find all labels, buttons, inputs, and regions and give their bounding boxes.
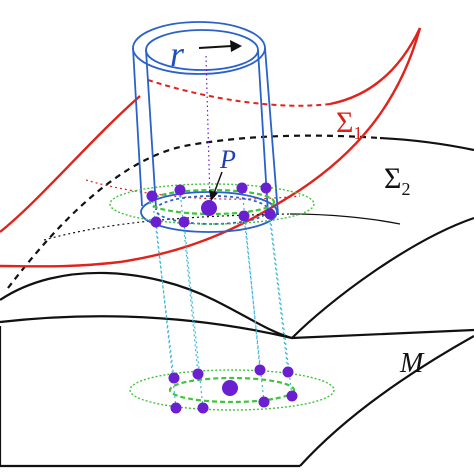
sigma-2-symbol: Σ [384, 162, 401, 195]
upper-point [174, 184, 186, 196]
sigma-1-symbol: Σ [336, 106, 353, 139]
upper-point [264, 208, 276, 220]
radius-label: r [170, 34, 185, 74]
sigma2-interior-dotted [43, 213, 291, 241]
point-p [201, 200, 217, 216]
sigma2-front-edge [0, 216, 474, 340]
upper-point [236, 182, 248, 194]
sigma-1-label: Σ1 [336, 106, 362, 143]
lower-point [254, 364, 266, 376]
radius-line [198, 45, 233, 49]
lower-point [168, 372, 180, 384]
sigma-2-subscript: 2 [401, 179, 410, 199]
lower-point [170, 402, 182, 414]
manifold-m-label: M [399, 348, 425, 379]
sigma-1-subscript: 1 [353, 123, 362, 143]
upper-point [238, 210, 250, 222]
upper-point [150, 216, 162, 228]
lower-point [286, 390, 298, 402]
sigma2-top-edge-solid [379, 136, 474, 152]
lower-green-ellipse-outer [129, 369, 335, 411]
upper-green-ellipse-outer [109, 183, 315, 225]
sigma-2-label: Σ2 [384, 162, 410, 199]
projected-point-p [222, 380, 238, 396]
radius-arrowhead-icon [230, 40, 242, 52]
interior-curves [43, 179, 301, 241]
upper-point [146, 190, 158, 202]
lower-point [192, 368, 204, 380]
lower-point [197, 402, 209, 414]
radius-indicator: r [170, 34, 242, 74]
upper-point-cluster [109, 182, 315, 228]
surface-sigma-2 [0, 134, 474, 340]
cylinder-side-left-inner [145, 49, 157, 209]
point-p-arrowhead-icon [209, 190, 218, 201]
point-p-annotation: P [209, 145, 236, 201]
point-p-label: P [219, 145, 236, 174]
lower-green-ellipse-inner [168, 376, 296, 404]
cylinder-top-inner [145, 29, 259, 71]
plane-m [0, 315, 474, 468]
plane-m-right-edge [299, 335, 474, 467]
upper-point [178, 216, 190, 228]
sigma1-upper-edge [0, 27, 422, 233]
cylinder-side-left-outer [132, 47, 143, 207]
center-axis [205, 55, 211, 201]
cylinder-bottom-rim [140, 191, 278, 233]
surface-sigma-1 [0, 27, 422, 268]
cylinder-side-right-outer [264, 47, 279, 215]
projection-line [269, 213, 293, 397]
sigma2-top-edge-dashed [7, 134, 381, 289]
lower-point-cluster [129, 364, 335, 414]
sigma1-right-edge [0, 27, 422, 268]
plane-m-back-edge [0, 315, 474, 340]
sigma2-mid-curve [289, 213, 401, 225]
lower-point [282, 366, 294, 378]
upper-point [260, 182, 272, 194]
lower-point [258, 396, 270, 408]
sigma1-upper-edge-dashed [147, 79, 331, 107]
sigma1-interior-dotted [85, 179, 301, 200]
